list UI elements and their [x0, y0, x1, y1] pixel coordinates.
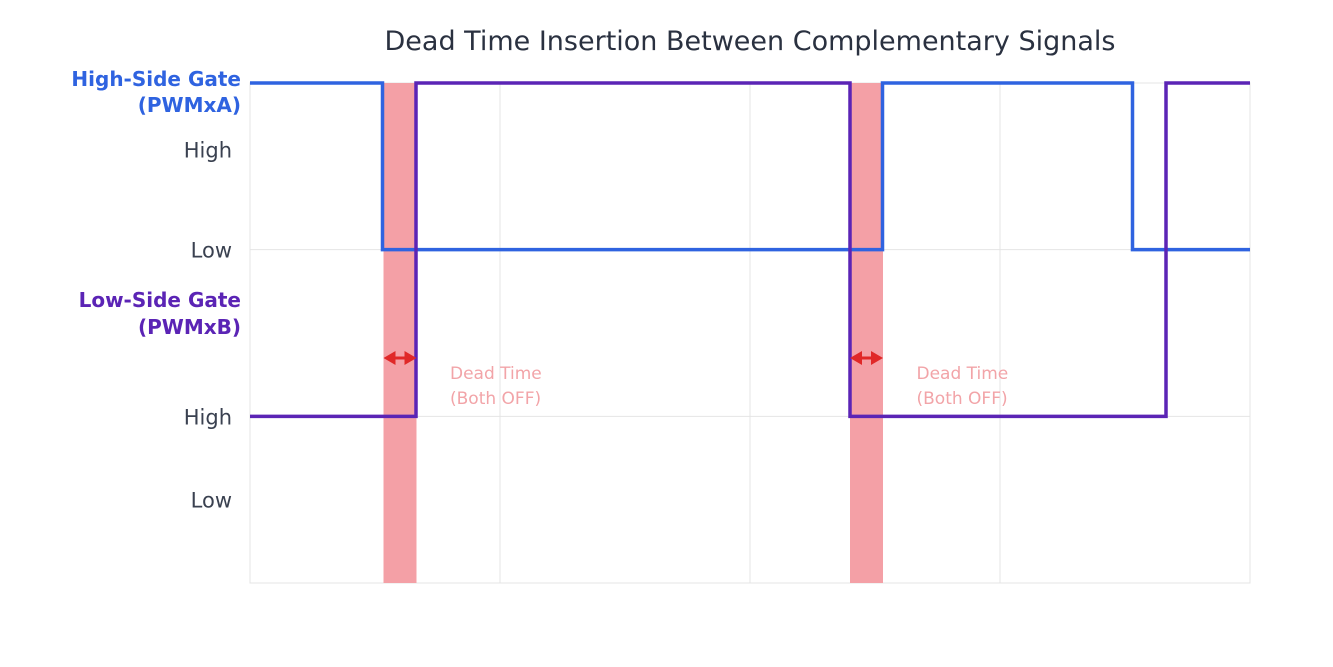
annotation-line: (Both OFF): [917, 389, 1008, 409]
dead-time-annotation: Dead Time (Both OFF): [917, 364, 1009, 409]
arrow-head-right: [871, 351, 883, 365]
arrow-head-left: [850, 351, 862, 365]
y-tick-label: Low: [191, 239, 232, 263]
high-side-gate-trace: [250, 81, 1250, 252]
signal-name-label: Low-Side Gate: [79, 288, 241, 312]
dead-time-band: [850, 83, 883, 583]
annotation-line: (Both OFF): [450, 389, 541, 409]
dead-time-arrow: [383, 351, 417, 365]
signal-traces: [250, 81, 1250, 419]
dead-time-arrows: [383, 351, 883, 365]
chart-title: Dead Time Insertion Between Complementar…: [385, 26, 1116, 57]
y-tick-label: High: [184, 139, 232, 163]
arrow-head-right: [404, 351, 417, 365]
y-tick-label: High: [184, 405, 232, 429]
annotation-line: Dead Time: [450, 364, 542, 384]
arrow-head-left: [383, 351, 396, 365]
annotation-line: Dead Time: [917, 364, 1009, 384]
dead-time-arrow: [850, 351, 883, 365]
dead-time-bands: [383, 83, 883, 583]
dead-time-annotations: Dead Time (Both OFF) Dead Time (Both OFF): [450, 364, 1008, 409]
signal-channel-label: (PWMxA): [138, 93, 241, 117]
dead-time-band: [383, 83, 417, 583]
dead-time-annotation: Dead Time (Both OFF): [450, 364, 542, 409]
y-tick-label: Low: [191, 489, 232, 513]
signal-name-label: High-Side Gate: [71, 67, 241, 91]
signal-channel-label: (PWMxB): [138, 315, 241, 339]
low-side-gate-trace: [250, 81, 1250, 419]
